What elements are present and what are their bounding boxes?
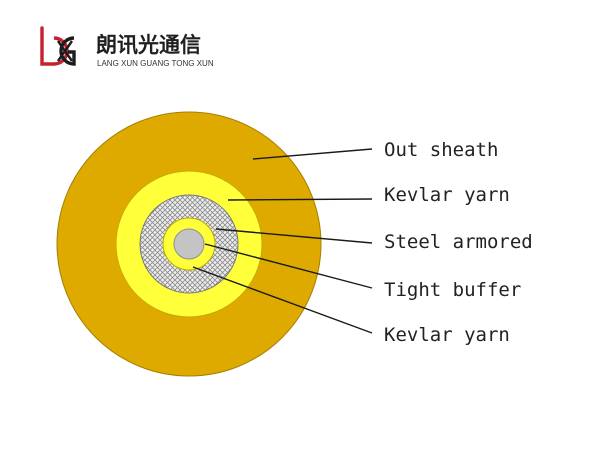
label-tight-buffer: Tight buffer: [384, 279, 521, 301]
leader-line-tight-buffer: [204, 243, 373, 289]
leader-line-kevlar-inner: [192, 266, 373, 334]
brand-name-cn: 朗讯光通信: [96, 33, 201, 57]
leader-line-kevlar-outer: [227, 198, 373, 201]
label-out-sheath: Out sheath: [384, 139, 498, 161]
leader-line-out-sheath: [252, 148, 373, 160]
logo-mark-icon: [40, 26, 76, 66]
label-kevlar-outer: Kevlar yarn: [384, 184, 510, 206]
label-steel-armored: Steel armored: [384, 231, 533, 253]
label-kevlar-inner: Kevlar yarn: [384, 324, 510, 346]
leader-line-steel-armored: [215, 228, 373, 244]
brand-logo: 朗讯光通信 LANG XUN GUANG TONG XUN: [40, 26, 214, 68]
layer-kevlar-inner: [173, 228, 205, 260]
brand-name-en: LANG XUN GUANG TONG XUN: [97, 59, 214, 68]
